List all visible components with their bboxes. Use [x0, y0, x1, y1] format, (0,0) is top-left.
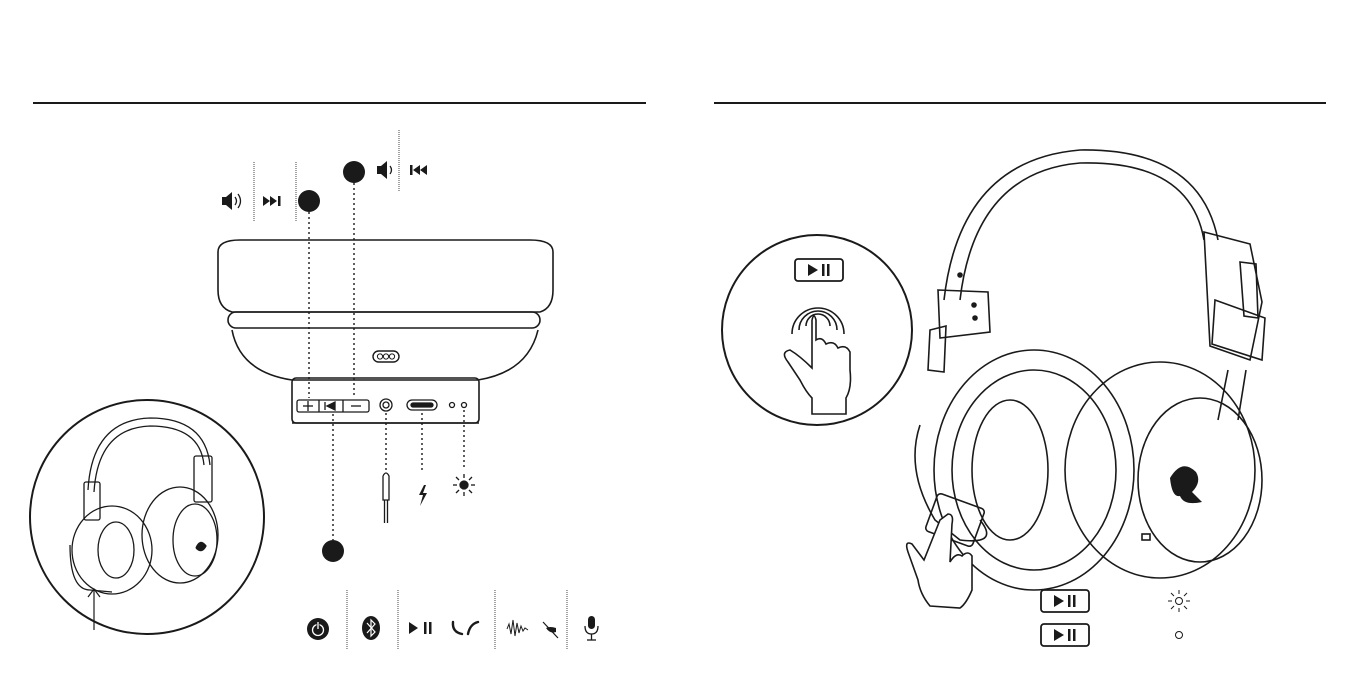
play-pause-button-icon: [1041, 590, 1089, 612]
audio-jack-icon: [383, 473, 389, 523]
charge-icon: [419, 485, 427, 506]
touch-inset: [722, 235, 912, 425]
indicator-row-2: [1041, 624, 1183, 646]
callout-dot-volume-down: [343, 161, 365, 183]
noise-cancel-icon: [507, 620, 558, 638]
callout-dot-multifunction: [322, 540, 344, 562]
next-track-icon: [263, 196, 281, 206]
volume-up-icon: [222, 192, 241, 210]
indicator-row-1: [1041, 590, 1190, 612]
pressing-hand-icon: [907, 514, 972, 608]
microphone-icon: [585, 616, 598, 640]
large-headphones-illustration: [915, 150, 1265, 590]
led-light-icon: [453, 474, 475, 496]
earcup-buttons: [297, 399, 467, 412]
play-pause-button-icon: [1041, 624, 1089, 646]
previous-track-icon: [410, 165, 427, 175]
callout-dot-volume-up: [298, 190, 320, 212]
volume-down-icon: [377, 161, 392, 179]
phone-call-icon: [453, 622, 478, 634]
bluetooth-icon: [362, 616, 380, 640]
play-pause-icon: [409, 622, 432, 634]
led-blinking-icon: [1168, 590, 1190, 612]
led-off-icon: [1176, 632, 1183, 639]
inset-headphones-illustration: [30, 400, 264, 634]
earcup-side-view: [218, 240, 553, 423]
mic-holes: [373, 351, 399, 362]
power-icon: [307, 618, 329, 640]
